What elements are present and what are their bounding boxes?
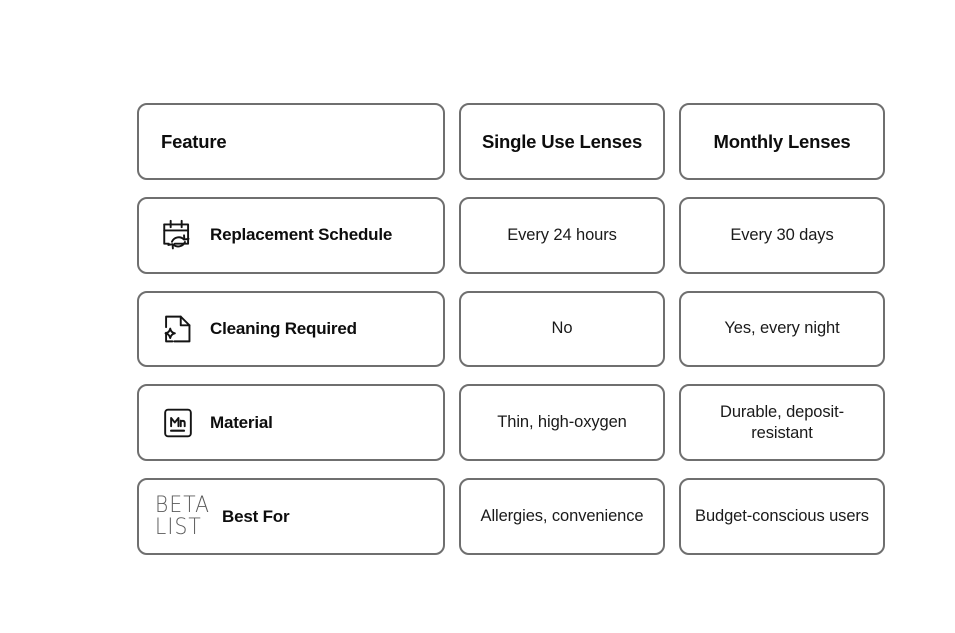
calendar-refresh-icon (155, 212, 201, 258)
value-cell-monthly[interactable]: Every 30 days (679, 196, 885, 274)
feature-cell-cleaning-required[interactable]: Cleaning Required (137, 290, 445, 368)
value-text: Budget-conscious users (695, 507, 869, 526)
feature-label: Cleaning Required (210, 319, 357, 339)
header-label-single-use: Single Use Lenses (481, 130, 643, 152)
feature-cell-best-for[interactable]: BETA LIST Best For (137, 478, 445, 555)
value-text: No (551, 319, 573, 338)
header-label-feature: Feature (161, 130, 227, 152)
table-row: Replacement Schedule Every 24 hours Ever… (137, 196, 886, 274)
value-text: Thin, high-oxygen (497, 413, 627, 432)
header-cell-monthly[interactable]: Monthly Lenses (679, 103, 885, 180)
table-header-row: Feature Single Use Lenses Monthly Lenses (137, 103, 886, 180)
header-cell-single-use[interactable]: Single Use Lenses (459, 103, 665, 180)
betalist-logo-line-1: BETA (155, 493, 211, 519)
value-cell-single-use[interactable]: Allergies, convenience (459, 478, 665, 555)
value-cell-monthly[interactable]: Durable, deposit-resistant (679, 384, 885, 462)
value-cell-single-use[interactable]: Every 24 hours (459, 196, 665, 274)
betalist-logo-line-2: LIST (155, 514, 202, 540)
betalist-logo-icon: BETA LIST (155, 493, 211, 541)
table-row: BETA LIST Best For Allergies, convenienc… (137, 478, 886, 555)
comparison-table: Feature Single Use Lenses Monthly Lenses (137, 103, 886, 555)
value-text: Durable, deposit-resistant (720, 402, 844, 442)
table-row: Material Thin, high-oxygen Durable, depo… (137, 384, 886, 462)
feature-label: Best For (222, 506, 290, 526)
header-cell-feature[interactable]: Feature (137, 103, 445, 180)
feature-cell-replacement-schedule[interactable]: Replacement Schedule (137, 196, 445, 274)
element-tile-mn-icon (155, 400, 201, 446)
value-text: Every 24 hours (507, 225, 617, 244)
header-label-monthly: Monthly Lenses (713, 130, 851, 152)
feature-cell-material[interactable]: Material (137, 384, 445, 462)
value-cell-monthly[interactable]: Yes, every night (679, 290, 885, 368)
document-sparkle-icon (155, 306, 201, 352)
value-cell-single-use[interactable]: Thin, high-oxygen (459, 384, 665, 462)
value-text: Every 30 days (730, 225, 834, 244)
value-text: Yes, every night (724, 319, 840, 338)
value-text: Allergies, convenience (480, 507, 644, 526)
value-cell-single-use[interactable]: No (459, 290, 665, 368)
table-row: Cleaning Required No Yes, every night (137, 290, 886, 368)
feature-label: Replacement Schedule (210, 225, 393, 245)
feature-label: Material (210, 413, 273, 433)
value-cell-monthly[interactable]: Budget-conscious users (679, 478, 885, 555)
